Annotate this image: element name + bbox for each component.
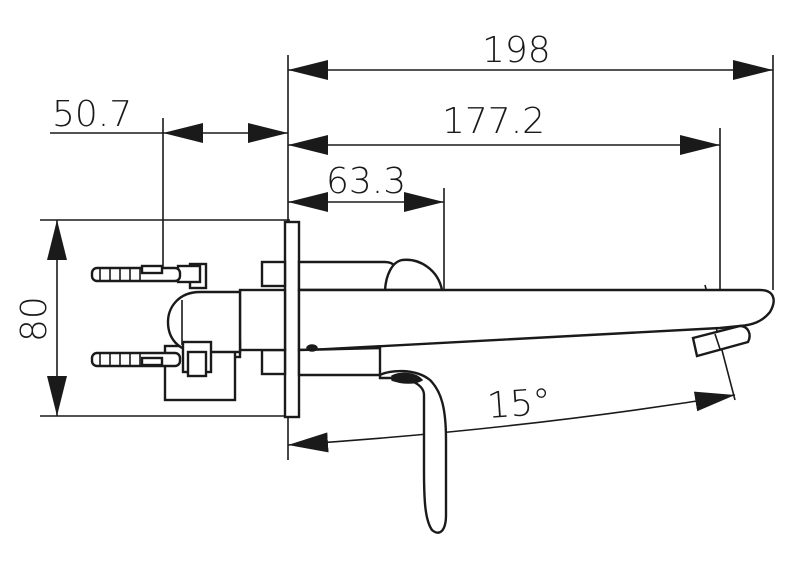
dimension-50-label: 50.7 — [52, 94, 132, 135]
lever-handle — [378, 369, 448, 534]
dimension-spout-length: 177.2 — [288, 101, 720, 155]
extension-lines — [40, 55, 774, 460]
dimension-wall-depth: 50.7 — [50, 94, 288, 143]
dimension-177-label: 177.2 — [442, 101, 545, 142]
dimension-63-label: 63.3 — [326, 161, 406, 202]
spout-lower-body — [297, 346, 382, 377]
faucet-body — [283, 220, 775, 534]
lever-top — [383, 258, 444, 292]
dimension-lever-offset: 63.3 — [288, 161, 444, 212]
concealed-valve-body — [90, 260, 287, 402]
lever-hinge — [391, 372, 424, 384]
dimension-198-label: 198 — [482, 30, 551, 71]
seal-mark — [306, 344, 318, 352]
wall-plate — [283, 220, 301, 419]
dimension-angle: 15° — [287, 382, 736, 453]
dimension-80-label: 80 — [14, 296, 55, 342]
dimension-overall-length: 198 — [288, 30, 773, 80]
dimension-15-label: 15° — [486, 382, 553, 427]
dimension-height: 80 — [14, 220, 67, 416]
aerator — [691, 324, 751, 358]
